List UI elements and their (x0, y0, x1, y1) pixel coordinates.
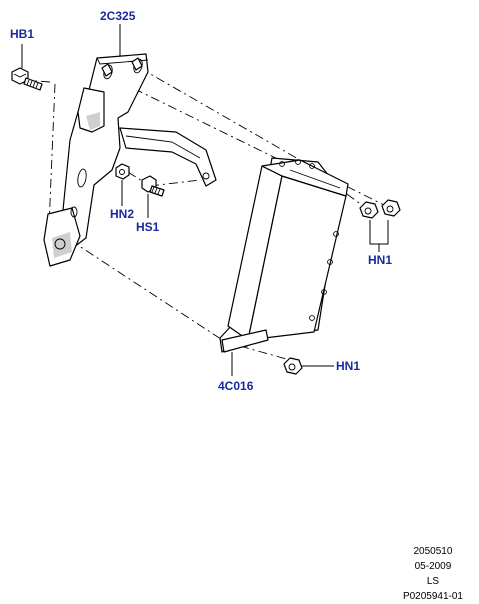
nut-hn1-lower (283, 357, 303, 375)
callout-hn2: HN2 (110, 207, 134, 221)
drawing-date: 05-2009 (414, 561, 452, 572)
drawing-reference-block: 2050510 05-2009 LS P0205941-01 (403, 544, 463, 604)
callout-hn1-upper: HN1 (368, 253, 392, 267)
callout-2c325: 2C325 (100, 9, 136, 23)
stud-hs1 (141, 175, 165, 197)
leader-lines (21, 24, 389, 376)
drawing-code: 2050510 (413, 546, 453, 557)
nuts-hn1-upper (359, 199, 401, 219)
control-module (219, 157, 349, 353)
nut-hn2 (115, 163, 130, 180)
mounting-bracket (43, 53, 217, 267)
callout-4c016: 4C016 (218, 379, 254, 393)
callout-hs1: HS1 (136, 220, 160, 234)
bolt-hb1 (11, 67, 43, 91)
callout-hn1-lower: HN1 (336, 359, 360, 373)
drawing-reference: P0205941-01 (402, 591, 463, 602)
exploded-parts-diagram: HB1 2C325 HN2 HS1 HN1 HN1 4C016 (10, 9, 401, 393)
callout-hb1: HB1 (10, 27, 34, 41)
